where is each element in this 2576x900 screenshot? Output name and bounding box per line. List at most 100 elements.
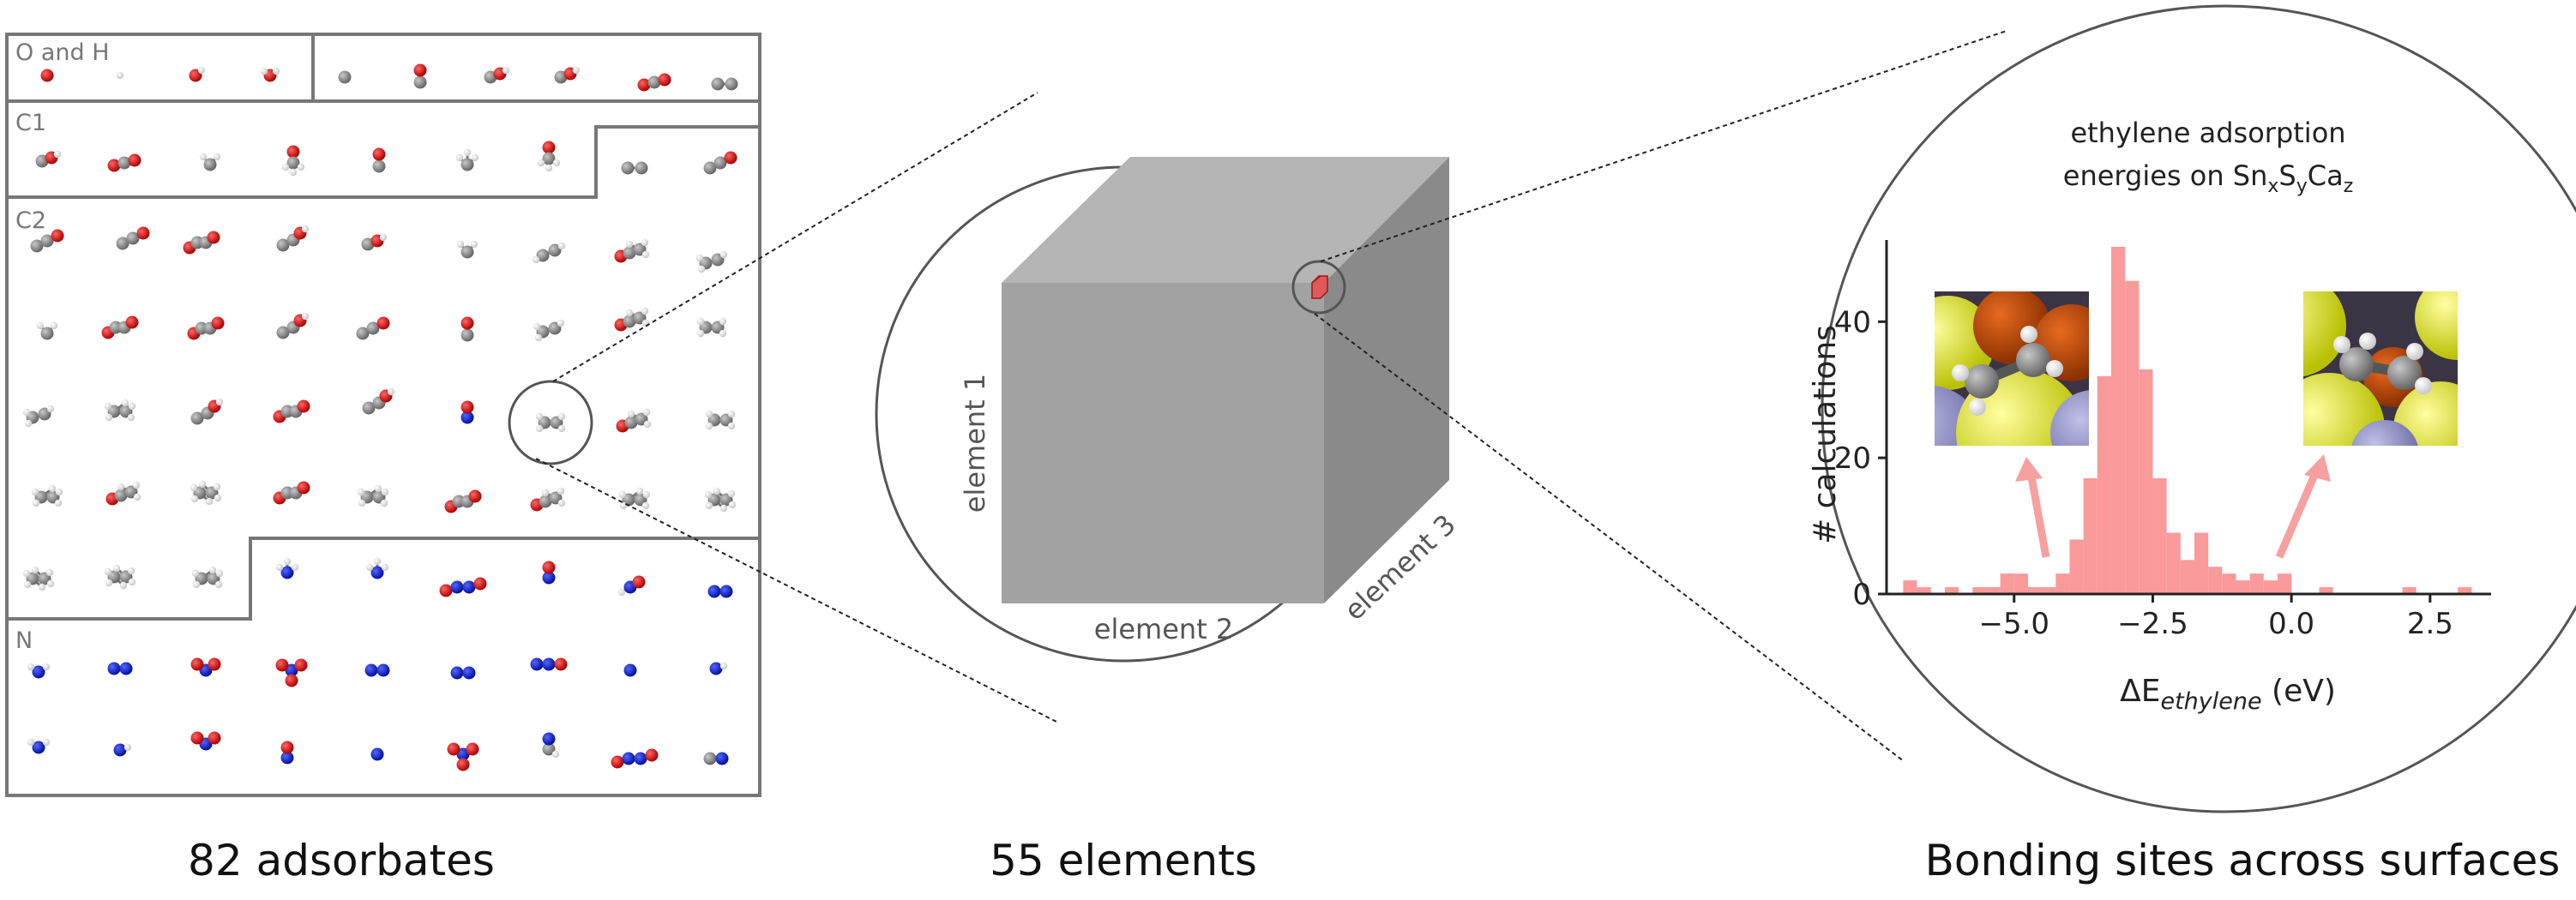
atom bbox=[557, 242, 566, 250]
cube-side-face bbox=[1324, 157, 1449, 603]
atom bbox=[208, 566, 217, 574]
molecule-icon bbox=[542, 732, 560, 759]
atom bbox=[213, 483, 221, 491]
atom bbox=[31, 488, 39, 496]
atom bbox=[387, 387, 395, 396]
histogram-bar bbox=[2194, 532, 2209, 594]
atom bbox=[703, 752, 717, 765]
molecule-icon bbox=[199, 153, 221, 171]
molecule-icon bbox=[372, 147, 386, 173]
atom bbox=[463, 148, 472, 157]
molecule-icon bbox=[361, 233, 388, 251]
atom bbox=[642, 490, 651, 499]
atom bbox=[105, 413, 113, 422]
atom bbox=[260, 67, 268, 75]
atom bbox=[23, 580, 32, 589]
molecule-icon bbox=[338, 70, 352, 84]
molecule-icon bbox=[542, 561, 556, 585]
atom bbox=[104, 567, 112, 576]
molecule-icon bbox=[611, 748, 659, 769]
molecule-icon bbox=[450, 666, 476, 680]
molecule-icon bbox=[280, 741, 294, 765]
histogram-bar bbox=[2263, 580, 2278, 594]
atom bbox=[711, 77, 725, 91]
atom bbox=[719, 662, 728, 670]
x-tick-label: −2.5 bbox=[2117, 607, 2188, 641]
element-cube-panel: element 1 element 2 element 3 bbox=[875, 157, 1462, 663]
histogram-zoom-circle bbox=[1821, 4, 2576, 813]
atom bbox=[276, 326, 290, 339]
atom bbox=[551, 750, 560, 759]
atom bbox=[136, 226, 150, 240]
arrow-right-head bbox=[2304, 454, 2331, 482]
molecule-icon bbox=[709, 662, 728, 675]
atom bbox=[381, 488, 389, 496]
molecule-icon bbox=[27, 663, 51, 679]
histogram-bar bbox=[2139, 369, 2153, 594]
atom bbox=[542, 141, 556, 154]
atom bbox=[535, 424, 544, 433]
atom bbox=[548, 243, 562, 257]
atom bbox=[36, 321, 45, 330]
molecule-icon bbox=[532, 242, 566, 264]
atom bbox=[719, 329, 727, 338]
atom bbox=[658, 73, 671, 87]
formula-ca: Ca bbox=[2308, 159, 2344, 192]
atom bbox=[22, 569, 31, 578]
molecule-icon bbox=[35, 150, 62, 168]
atom bbox=[450, 580, 464, 594]
inset-strong-binding bbox=[1935, 291, 2089, 446]
atom bbox=[128, 153, 141, 167]
molecule-icon bbox=[22, 566, 55, 591]
atom bbox=[356, 327, 370, 340]
atom bbox=[460, 328, 474, 342]
molecule-icon bbox=[189, 66, 206, 82]
atom bbox=[42, 738, 51, 747]
atom bbox=[623, 315, 636, 328]
atom bbox=[707, 585, 721, 598]
atom bbox=[541, 489, 550, 497]
chart-title-line1: ethylene adsorption bbox=[2070, 117, 2345, 149]
atom bbox=[713, 156, 727, 170]
histogram-bar bbox=[2125, 280, 2140, 594]
molecule-icon bbox=[533, 319, 565, 342]
histogram-bar bbox=[2110, 246, 2126, 594]
formula-sn: Sn bbox=[2233, 159, 2268, 192]
atom bbox=[128, 578, 136, 586]
atom bbox=[552, 159, 561, 167]
atom bbox=[635, 161, 648, 175]
atom bbox=[624, 416, 638, 429]
arrow-right-shaft bbox=[2275, 465, 2322, 559]
molecule-icon bbox=[27, 738, 51, 754]
x-tick-label: 2.5 bbox=[2407, 607, 2453, 641]
atom bbox=[611, 755, 624, 769]
atom bbox=[338, 70, 352, 84]
molecule-icon bbox=[439, 577, 487, 597]
atom bbox=[133, 493, 141, 501]
atom bbox=[190, 657, 204, 671]
atom bbox=[372, 147, 386, 161]
molecule-icon bbox=[113, 743, 132, 757]
atom bbox=[725, 77, 738, 91]
atom bbox=[643, 420, 652, 429]
atom bbox=[213, 153, 221, 161]
atom bbox=[285, 663, 298, 677]
atom bbox=[289, 168, 298, 177]
molecule-icon bbox=[447, 742, 479, 771]
atom bbox=[119, 581, 128, 590]
histogram-bar bbox=[2208, 567, 2223, 594]
y-tick-label: 20 bbox=[1834, 441, 1871, 476]
molecule-icon bbox=[107, 662, 133, 675]
atom bbox=[456, 240, 465, 249]
formula-sub-z: z bbox=[2344, 176, 2354, 197]
atom bbox=[54, 499, 63, 507]
y-tick-label: 40 bbox=[1834, 305, 1871, 339]
molecule-icon bbox=[537, 141, 561, 172]
section-label-n: N bbox=[15, 627, 33, 654]
atom bbox=[460, 411, 474, 424]
molecule-icon bbox=[696, 317, 727, 338]
adsorbate-frame bbox=[5, 33, 761, 797]
subcube-zoom-circle bbox=[1291, 260, 1346, 315]
atom bbox=[192, 580, 201, 589]
